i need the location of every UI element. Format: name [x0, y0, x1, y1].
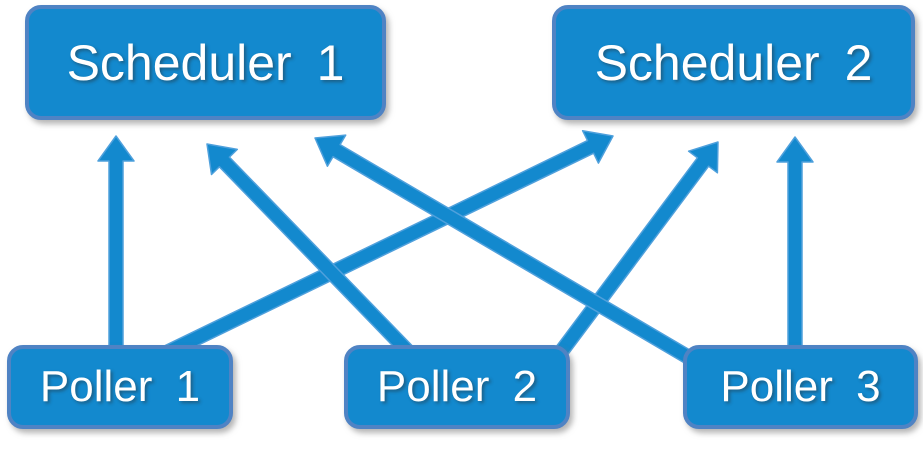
arrow-poller-2-to-scheduler-1	[206, 143, 430, 374]
node-poller-3-label: Poller 3	[720, 362, 881, 411]
node-scheduler-1-label: Scheduler 1	[66, 34, 345, 91]
arrow-poller-1-to-scheduler-2	[131, 129, 614, 376]
arrow-poller-1-to-scheduler-1	[97, 135, 135, 369]
node-scheduler-2: Scheduler 2	[552, 5, 915, 120]
node-scheduler-2-label: Scheduler 2	[594, 34, 873, 91]
node-poller-2-label: Poller 2	[376, 362, 538, 411]
arrow-poller-2-to-scheduler-2	[542, 141, 719, 373]
node-poller-1: Poller 1	[7, 345, 233, 429]
arrow-poller-3-to-scheduler-1	[314, 134, 705, 371]
node-scheduler-1: Scheduler 1	[25, 5, 386, 120]
node-poller-1-label: Poller 1	[39, 362, 201, 411]
arrow-poller-3-to-scheduler-2	[776, 136, 814, 369]
node-poller-2: Poller 2	[344, 345, 570, 429]
node-poller-3: Poller 3	[683, 345, 918, 429]
